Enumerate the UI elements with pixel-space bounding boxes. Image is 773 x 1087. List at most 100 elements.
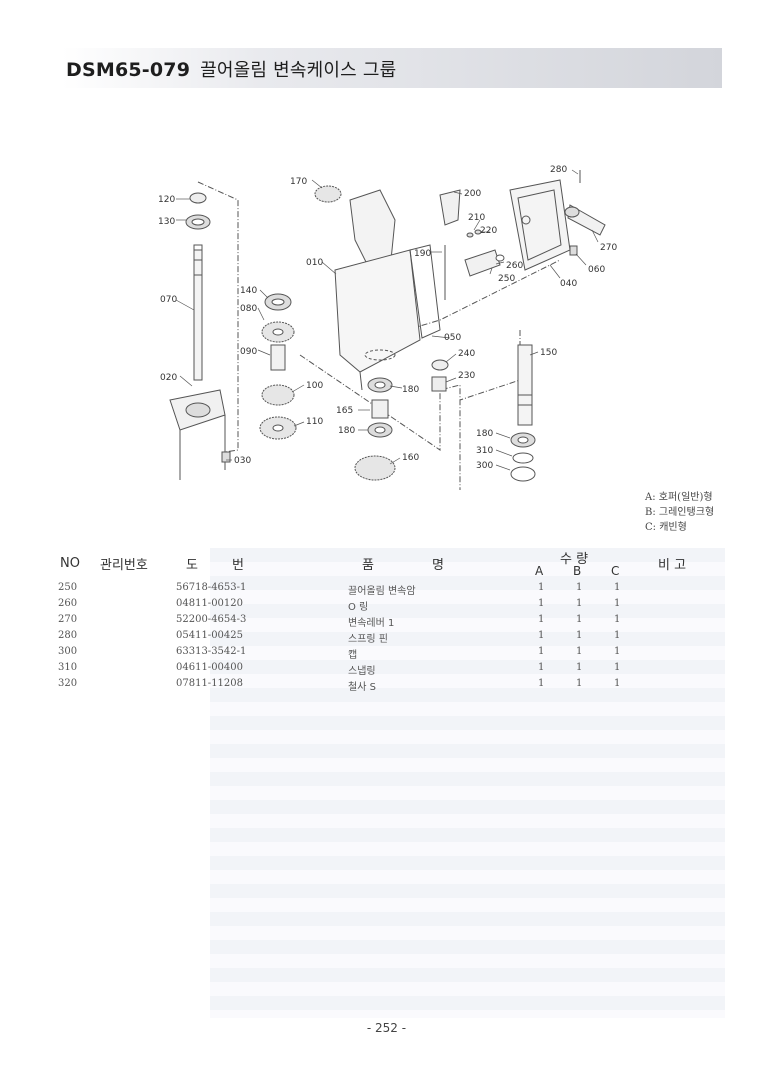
table-row: 250 56718-4653-1 끌어올림 변속암 1 1 1 [0, 582, 773, 598]
diagram-label-050: 050 [444, 333, 461, 343]
diagram-label-165: 165 [336, 406, 353, 416]
table-row: 270 52200-4654-3 변속레버 1 1 1 1 [0, 614, 773, 630]
diagram-label-180-middle: 180 [338, 426, 355, 436]
row-qty-a: 1 [538, 614, 545, 625]
table-row: 280 05411-00425 스프링 핀 1 1 1 [0, 630, 773, 646]
row-part-name: 캡 [348, 650, 358, 661]
row-qty-b: 1 [576, 662, 583, 673]
table-row: 300 63313-3542-1 캡 1 1 1 [0, 646, 773, 662]
header-qty-b: B [573, 564, 582, 578]
row-part-number: 04611-00400 [176, 662, 244, 673]
table-row: 310 04611-00400 스냅링 1 1 1 [0, 662, 773, 678]
model-legend: A: 호퍼(일반)형 B: 그레인탱크형 C: 캐빈형 [645, 490, 714, 535]
diagram-label-250: 250 [498, 274, 515, 284]
row-qty-c: 1 [614, 630, 621, 641]
row-qty-b: 1 [576, 630, 583, 641]
legend-item-b: B: 그레인탱크형 [645, 507, 715, 518]
diagram-label-130: 130 [158, 217, 175, 227]
header-part-1: 품 [362, 558, 374, 573]
row-qty-c: 1 [614, 646, 621, 657]
diagram-label-180-upper: 180 [402, 385, 419, 395]
row-no: 260 [58, 598, 78, 609]
diagram-label-150: 150 [540, 348, 557, 358]
header-drawing-2: 번 [232, 558, 244, 573]
diagram-label-180-right: 180 [476, 429, 493, 439]
row-part-number: 04811-00120 [176, 598, 244, 609]
diagram-label-270: 270 [600, 243, 617, 253]
diagram-label-260: 260 [506, 261, 523, 271]
diagram-label-090: 090 [240, 347, 257, 357]
diagram-label-120: 120 [158, 195, 175, 205]
row-part-number: 52200-4654-3 [176, 614, 247, 625]
row-part-name: 끌어올림 변속암 [348, 586, 416, 597]
table-header: NO 관리번호 도 번 품 명 수 량 A B C 비 고 [56, 550, 726, 580]
header-band [62, 48, 722, 88]
row-part-name: 변속레버 1 [348, 618, 395, 629]
diagram-label-110: 110 [306, 417, 323, 427]
diagram-label-190: 190 [414, 249, 431, 259]
row-qty-b: 1 [576, 614, 583, 625]
row-qty-c: 1 [614, 614, 621, 625]
diagram-label-140: 140 [240, 286, 257, 296]
diagram-label-020: 020 [160, 373, 177, 383]
group-code: DSM65-079 [66, 59, 191, 81]
header-quantity: 수 량 [560, 552, 589, 567]
row-qty-a: 1 [538, 646, 545, 657]
header-qty-c: C [611, 564, 620, 578]
row-qty-b: 1 [576, 582, 583, 593]
row-no: 250 [58, 582, 78, 593]
row-part-number: 56718-4653-1 [176, 582, 247, 593]
page-title: DSM65-079 끌어올림 변속케이스 그룹 [66, 56, 396, 82]
row-qty-a: 1 [538, 582, 545, 593]
diagram-label-030: 030 [234, 456, 251, 466]
row-no: 310 [58, 662, 78, 673]
header-part-2: 명 [432, 558, 444, 573]
row-part-name: 철사 S [348, 682, 376, 693]
diagram-label-070: 070 [160, 295, 177, 305]
row-qty-c: 1 [614, 662, 621, 673]
row-part-number: 05411-00425 [176, 630, 244, 641]
row-qty-b: 1 [576, 598, 583, 609]
diagram-label-040: 040 [560, 279, 577, 289]
diagram-label-080: 080 [240, 304, 257, 314]
diagram-label-310: 310 [476, 446, 493, 456]
diagram-label-160: 160 [402, 453, 419, 463]
row-qty-a: 1 [538, 678, 545, 689]
row-qty-a: 1 [538, 630, 545, 641]
diagram-label-300: 300 [476, 461, 493, 471]
table-background [210, 548, 725, 1018]
row-qty-b: 1 [576, 678, 583, 689]
diagram-label-220: 220 [480, 226, 497, 236]
row-part-number: 63313-3542-1 [176, 646, 247, 657]
group-name: 끌어올림 변속케이스 그룹 [200, 60, 397, 81]
row-qty-b: 1 [576, 646, 583, 657]
exploded-parts-diagram: 280 170 200 120 130 210 220 270 190 260 … [158, 165, 617, 490]
row-no: 270 [58, 614, 78, 625]
row-qty-c: 1 [614, 582, 621, 593]
row-no: 320 [58, 678, 78, 689]
diagram-label-060: 060 [588, 265, 605, 275]
row-no: 280 [58, 630, 78, 641]
row-part-number: 07811-11208 [176, 678, 244, 689]
table-row: 320 07811-11208 철사 S 1 1 1 [0, 678, 773, 694]
diagram-label-200: 200 [464, 189, 481, 199]
row-part-name: O 링 [348, 602, 369, 613]
row-qty-c: 1 [614, 598, 621, 609]
table-row: 260 04811-00120 O 링 1 1 1 [0, 598, 773, 614]
diagram-label-010: 010 [306, 258, 323, 268]
diagram-label-230: 230 [458, 371, 475, 381]
row-qty-c: 1 [614, 678, 621, 689]
header-no: NO [60, 556, 80, 571]
page-number: - 252 - [366, 1021, 407, 1035]
diagram-label-170: 170 [290, 177, 307, 187]
header-mgmt-number: 관리번호 [100, 558, 148, 573]
row-part-name: 스냅링 [348, 666, 376, 677]
diagram-label-210: 210 [468, 213, 485, 223]
legend-item-a: A: 호퍼(일반)형 [645, 492, 713, 503]
header-qty-a: A [535, 564, 544, 578]
header-drawing-1: 도 [186, 558, 198, 573]
row-part-name: 스프링 핀 [348, 634, 388, 645]
diagram-label-100: 100 [306, 381, 323, 391]
row-qty-a: 1 [538, 662, 545, 673]
header-remarks: 비 고 [658, 558, 687, 573]
